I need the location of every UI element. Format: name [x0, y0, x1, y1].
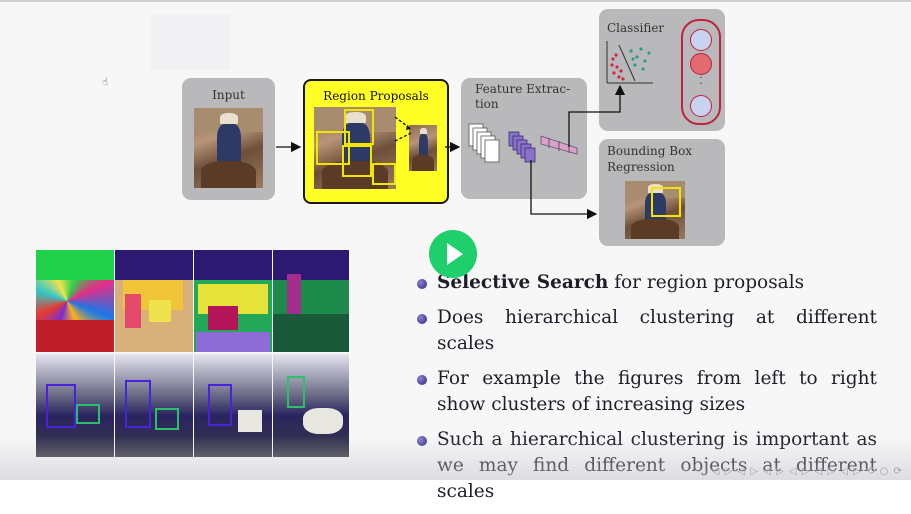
- bullet-dot-icon: [417, 279, 427, 289]
- bullet-bold-text: Selective Search: [437, 272, 609, 293]
- input-label: Input: [212, 88, 245, 102]
- slide: ☝ Input Region Proposals Feature Extrac-…: [0, 0, 911, 502]
- top-border: [0, 0, 911, 2]
- segmentation-scale-3: [194, 250, 272, 352]
- proposal-box: [372, 163, 396, 185]
- feature-extraction-label-2: tion: [475, 97, 499, 111]
- mouse-cursor-icon: ☝: [102, 77, 109, 88]
- feature-extraction-stage: Feature Extrac- tion: [461, 78, 587, 199]
- region-proposals-label: Region Proposals: [323, 89, 429, 103]
- bbox-regression-stage: Bounding Box Regression: [599, 139, 725, 246]
- bullet-item: For example the figures from left to rig…: [415, 366, 877, 418]
- classifier-output-capsule: · ·: [681, 19, 721, 125]
- bullet-text: For example the figures from left to rig…: [437, 368, 877, 415]
- proposal-box: [342, 145, 372, 177]
- bbox-label-1: Bounding Box: [607, 144, 693, 158]
- segmentation-scale-2: [115, 250, 193, 352]
- bullet-item: Does hierarchical clustering at differen…: [415, 305, 877, 357]
- pipeline-arrows: [276, 84, 626, 220]
- beamer-navigation[interactable]: ◁ ▷ ◁ ▷ ◁ ▷ ◁ ▷ ◁ ▷ ◁ ▷ ⟲ ○ ⟳: [711, 466, 903, 477]
- bullet-dot-icon: [417, 314, 427, 324]
- cnn-layers-graphic: [468, 123, 578, 163]
- segmentation-scale-1: [36, 250, 114, 352]
- segmentation-scale-4: [273, 250, 349, 352]
- output-node: [690, 29, 712, 51]
- classifier-label: Classifier: [607, 21, 665, 35]
- feature-extraction-label-1: Feature Extrac-: [475, 82, 571, 96]
- proposals-photo: [314, 107, 396, 189]
- bbox-box: [651, 187, 681, 217]
- output-ellipsis: · ·: [699, 73, 703, 90]
- input-stage: Input: [182, 78, 275, 200]
- bbox-photo: [625, 181, 685, 239]
- proposal-box: [344, 109, 374, 145]
- input-photo: [194, 108, 263, 188]
- bullet-dot-icon: [417, 375, 427, 385]
- dashed-arrows: [394, 116, 412, 142]
- bullet-text: Does hierarchical clustering at differen…: [437, 307, 877, 354]
- bullet-item: Selective Search for region proposals: [415, 270, 877, 296]
- blank-area: [150, 14, 230, 70]
- play-button[interactable]: [429, 230, 477, 278]
- player-controls-overlay: [0, 436, 911, 480]
- region-proposals-stage: Region Proposals: [303, 79, 449, 204]
- cropped-proposal-photo: [409, 125, 437, 171]
- scatter-plot-graphic: [606, 41, 653, 84]
- bbox-label-2: Regression: [607, 160, 675, 174]
- output-node: [690, 95, 712, 117]
- bullet-text: for region proposals: [608, 272, 805, 293]
- proposal-box: [316, 131, 350, 165]
- output-node-active: [690, 53, 712, 75]
